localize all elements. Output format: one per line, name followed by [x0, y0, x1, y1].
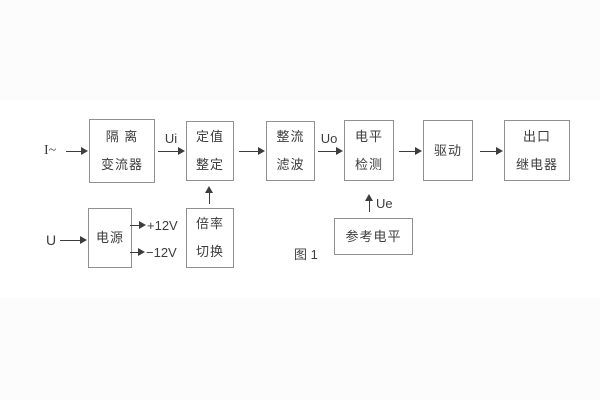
arrow-drive-to-output: [480, 147, 503, 155]
arrow-line: [480, 150, 498, 152]
signal-uo-label: Uo: [320, 131, 338, 146]
arrow-head-icon: [205, 186, 213, 193]
arrow-setpoint-to-rectify: [239, 147, 265, 155]
signal-ui-label: Ui: [164, 131, 178, 146]
arrow-head-icon: [139, 221, 146, 229]
block-label: 电源: [95, 230, 124, 245]
arrow-input-to-isolation: [66, 147, 88, 155]
arrow-line: [130, 224, 141, 226]
block-label: 电平: [354, 128, 383, 144]
minus-12v-label: −12V: [146, 245, 177, 260]
arrow-line: [239, 150, 260, 152]
arrow-line: [130, 251, 140, 253]
block-label: 倍率: [195, 216, 224, 231]
arrow-head-icon: [178, 147, 185, 155]
figure-caption: 图 1: [294, 247, 318, 262]
arrow-line: [399, 150, 417, 152]
input-current-label: I~: [44, 143, 57, 158]
plus-12v-label: +12V: [147, 218, 178, 233]
block-label: 整流: [276, 129, 305, 144]
block-label: 整定: [195, 157, 224, 172]
arrow-ratio-to-setpoint: [205, 186, 213, 204]
arrow-head-icon: [80, 236, 87, 244]
arrow-head-icon: [415, 147, 422, 155]
arrow-power-plus12: [130, 221, 146, 229]
block-ratio-switching: 倍率 切换: [186, 208, 234, 268]
input-voltage-label: U: [46, 232, 57, 248]
arrow-head-icon: [336, 147, 343, 155]
arrow-isolation-to-setpoint: [158, 147, 185, 155]
block-label: 参考电平: [345, 228, 402, 244]
block-rectify-filter: 整流 滤波: [266, 121, 315, 181]
block-isolation-transformer: 隔 离 变流器: [89, 119, 155, 183]
block-label: 检测: [354, 156, 383, 172]
block-power-supply: 电源: [88, 208, 132, 268]
block-reference-level: 参考电平: [334, 218, 413, 255]
block-output-relay: 出口 继电器: [504, 120, 570, 181]
arrow-head-icon: [138, 248, 145, 256]
arrow-input-to-power: [60, 236, 87, 244]
block-label: 出口: [522, 128, 551, 144]
block-label: 滤波: [276, 157, 305, 172]
arrow-reference-to-level: [365, 194, 373, 212]
arrow-power-minus12: [130, 248, 145, 256]
arrow-level-to-drive: [399, 147, 422, 155]
block-label: 变流器: [100, 157, 143, 172]
arrow-head-icon: [365, 194, 373, 201]
block-level-detection: 电平 检测: [344, 120, 394, 181]
block-label: 切换: [195, 244, 224, 259]
arrow-line: [66, 150, 83, 152]
arrow-rectify-to-level: [318, 147, 343, 155]
arrow-head-icon: [81, 147, 88, 155]
arrow-line: [158, 150, 180, 152]
arrow-line: [318, 150, 338, 152]
arrow-head-icon: [496, 147, 503, 155]
arrow-line: [208, 191, 210, 204]
block-label: 继电器: [515, 156, 558, 172]
arrow-line: [60, 239, 82, 241]
block-label: 定值: [195, 129, 224, 144]
block-label: 隔 离: [105, 129, 139, 144]
block-drive: 驱动: [423, 120, 473, 181]
arrow-line: [368, 199, 370, 212]
block-setpoint-setting: 定值 整定: [186, 121, 234, 181]
block-label: 驱动: [433, 142, 462, 158]
signal-ue-label: Ue: [376, 196, 393, 211]
arrow-head-icon: [258, 147, 265, 155]
